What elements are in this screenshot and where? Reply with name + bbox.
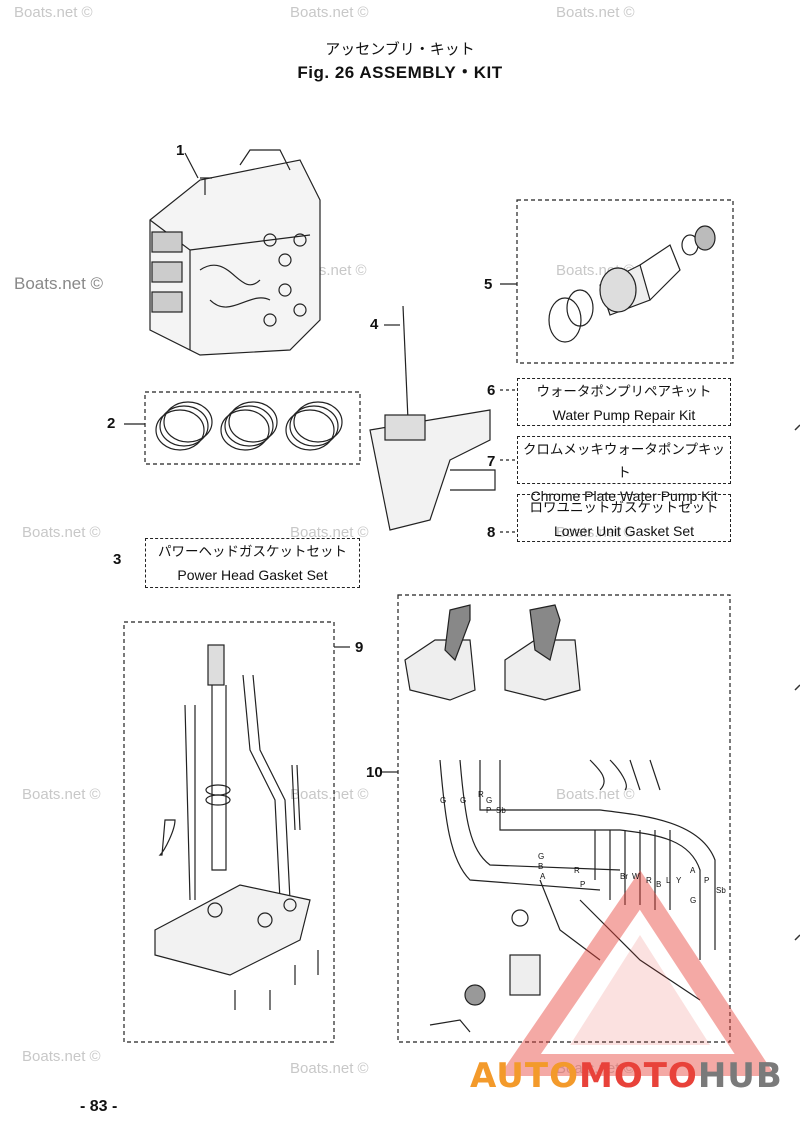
wire-label: G [538, 852, 545, 861]
kit-label-chrome-plate-water-pump-kit: クロムメッキウォータポンプキット Chrome Plate Water Pump… [517, 436, 731, 504]
wire-label: W [632, 872, 640, 881]
callout-2: 2 [107, 415, 116, 432]
callout-3: 3 [113, 551, 122, 568]
callout-8: 8 [487, 524, 496, 541]
wire-label: Y [676, 876, 682, 885]
kit-label-japanese: ウォータポンプリペアキット [536, 384, 712, 400]
wire-label: G [486, 796, 493, 805]
wire-label: G [440, 796, 447, 805]
brand-logo-triangle [499, 870, 776, 1076]
watermark: Boats.net © [290, 1060, 369, 1077]
wire-label: R [478, 790, 484, 799]
watermark: Boats.net © [290, 524, 369, 541]
kit-label-english: Water Pump Repair Kit [552, 407, 696, 423]
kit-label-japanese: パワーヘッドガスケットセット [158, 544, 347, 560]
callout-9: 9 [355, 639, 364, 656]
wire-label: A [690, 866, 696, 875]
wire-label: Sb [496, 806, 506, 815]
power-head-drawing [149, 149, 321, 356]
wire-label: Sb [716, 886, 726, 895]
wire-label: G [460, 796, 467, 805]
kit-label-english: Power Head Gasket Set [177, 567, 328, 583]
watermark: Boats.net © [556, 1060, 635, 1077]
page-number: - 83 - [80, 1098, 118, 1115]
callout-6: 6 [487, 382, 496, 399]
piston-rings-drawing [155, 401, 343, 451]
callout-7: 7 [487, 453, 496, 470]
wire-label: B [656, 880, 662, 889]
callout-5: 5 [484, 276, 493, 293]
kit-label-power-head-gasket-set: パワーヘッドガスケットセット Power Head Gasket Set [145, 538, 360, 588]
wire-label: L [666, 876, 671, 885]
wire-label: Br [620, 872, 628, 881]
callout-4: 4 [370, 316, 379, 333]
brand-watermark: AUTOMOTOHUB [470, 1056, 783, 1096]
kit-label-english: Lower Unit Gasket Set [553, 523, 695, 539]
figure-title: Fig. 26 ASSEMBLY・KIT [297, 63, 503, 82]
wire-label: P [580, 880, 586, 889]
watermark: Boats.net © [14, 4, 93, 21]
brand-part-auto: AUTO [470, 1056, 579, 1096]
wire-label: B [538, 862, 544, 871]
drive-shaft-drawing [154, 644, 319, 1010]
wire-label: R [646, 876, 652, 885]
callout-10: 10 [366, 764, 383, 781]
watermark: Boats.net © [22, 524, 101, 541]
watermark: Boats.net © [556, 786, 635, 803]
kit-label-japanese: クロムメッキウォータポンプキット [522, 442, 726, 481]
wire-label: P [486, 806, 492, 815]
brand-part-moto: MOTO [578, 1056, 698, 1096]
watermark: Boats.net © [556, 4, 635, 21]
kit-label-english: Chrome Plate Water Pump Kit [530, 488, 718, 504]
watermark: Boats.net © [22, 1048, 101, 1065]
wire-label: R [574, 866, 580, 875]
figure-title-japanese: アッセンブリ・キット [325, 40, 475, 58]
remote-control-drawing [404, 604, 716, 1033]
watermark: Boats.net © [290, 4, 369, 21]
watermark: Boats.net © [556, 524, 635, 541]
watermark: Boats.net © [290, 786, 369, 803]
wire-label: P [704, 876, 710, 885]
watermark: Boats.net © [14, 274, 104, 293]
wire-label: A [540, 872, 546, 881]
kit-label-japanese: ロワユニットガスケットセット [529, 500, 719, 516]
kit-label-lower-unit-gasket-set: ロワユニットガスケットセット Lower Unit Gasket Set [517, 494, 731, 542]
water-pump-drawing [548, 225, 716, 343]
wire-label: G [690, 896, 697, 905]
kit-label-water-pump-repair-kit: ウォータポンプリペアキット Water Pump Repair Kit [517, 378, 731, 426]
watermark: Boats.net © [22, 786, 101, 803]
brand-part-hub: HUB [697, 1056, 783, 1096]
callout-1: 1 [176, 142, 185, 159]
